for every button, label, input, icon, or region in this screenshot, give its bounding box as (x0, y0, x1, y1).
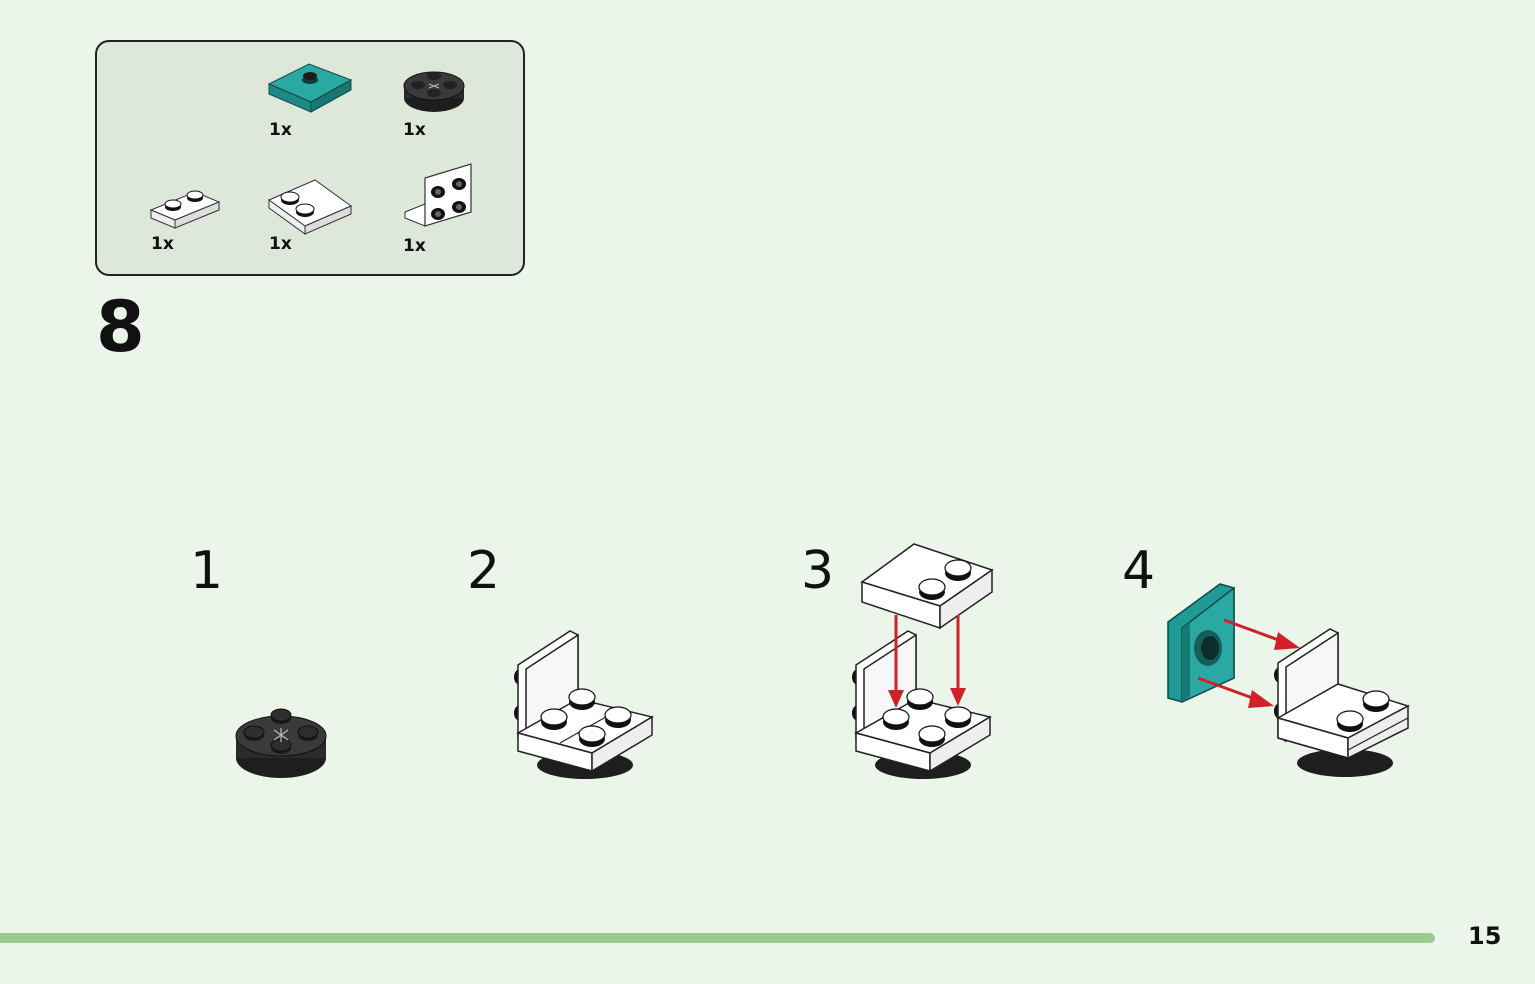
part-quantity: 1x (269, 120, 292, 140)
footer-progress-bar (0, 933, 1435, 943)
substep-3-illustration (852, 543, 994, 779)
step-number: 8 (96, 286, 145, 368)
arrow-down-icon (950, 615, 966, 706)
substep-number: 2 (467, 541, 501, 601)
black-round-plate-icon (403, 71, 465, 112)
part-item-white-bracket: 1x (403, 162, 477, 256)
part-quantity: 1x (403, 120, 426, 140)
white-plate-1x2-icon (149, 190, 221, 229)
substep-1-illustration (235, 708, 327, 778)
arrow-right-icon (1197, 676, 1274, 708)
part-item-white-plate-2x2: 1x (267, 176, 355, 256)
teal-tile-with-stud-icon (267, 63, 353, 113)
part-item-teal-tile: 1x (267, 60, 359, 140)
part-item-white-plate-1x2: 1x (149, 186, 223, 256)
page-number: 15 (1468, 922, 1502, 950)
substep-number: 3 (801, 541, 835, 601)
teal-tile-with-stud-icon (1167, 583, 1235, 704)
black-round-plate-icon (235, 708, 327, 778)
part-item-black-round-plate: 1x (403, 66, 473, 140)
part-quantity: 1x (403, 236, 426, 256)
parts-list-box: 1x 1x 1x (95, 40, 525, 276)
part-quantity: 1x (151, 234, 174, 254)
arrow-right-icon (1223, 618, 1300, 650)
part-quantity: 1x (269, 234, 292, 254)
white-bracket-icon (404, 163, 472, 227)
white-plate-2x2-icon (267, 179, 353, 235)
substep-2-illustration (514, 630, 654, 779)
arrow-down-icon (888, 615, 904, 708)
substep-number: 1 (190, 541, 224, 601)
substep-number: 4 (1122, 541, 1156, 601)
substep-4-illustration (1167, 583, 1410, 777)
